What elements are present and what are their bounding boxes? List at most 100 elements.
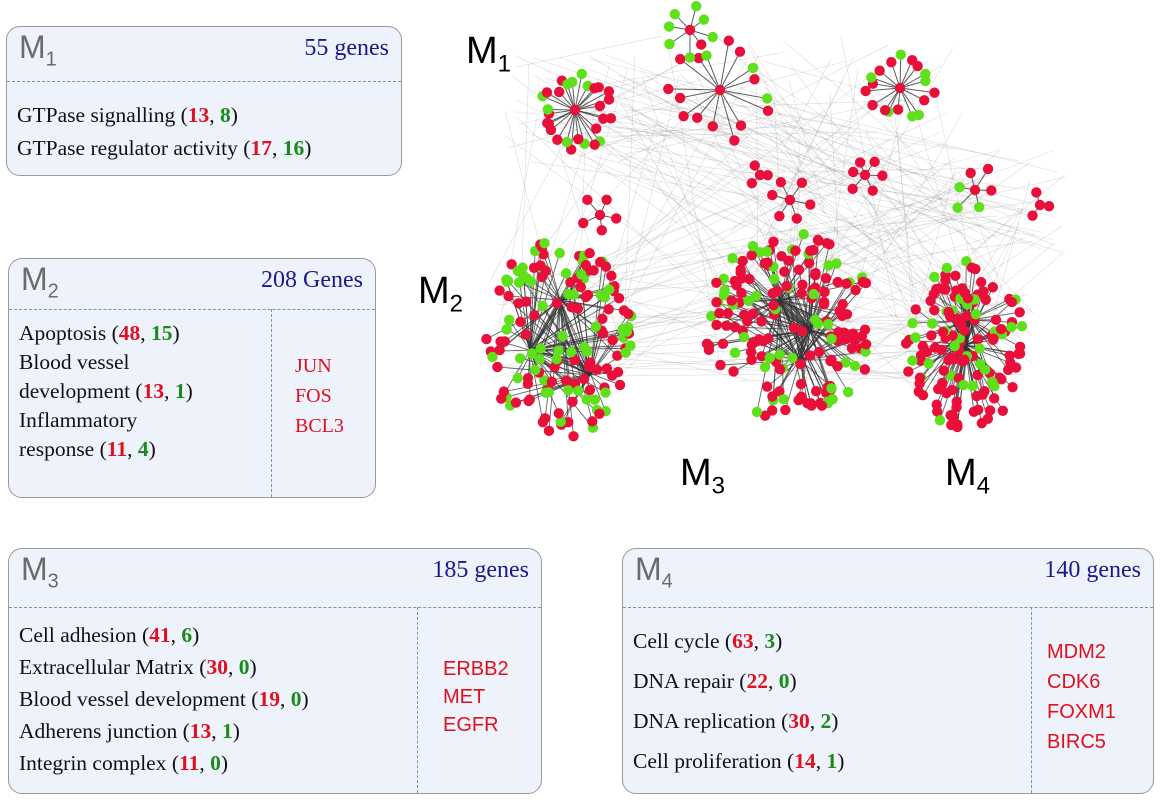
- network-edge: [624, 94, 932, 155]
- network-edge: [991, 180, 1030, 322]
- up-regulated-gene-node: [947, 330, 958, 341]
- up-regulated-gene-node: [594, 100, 606, 112]
- network-edge: [542, 129, 755, 336]
- down-regulated-gene-node: [565, 346, 577, 358]
- network-edge: [668, 88, 721, 91]
- network-edge: [728, 90, 823, 183]
- up-regulated-gene-node: [567, 396, 578, 407]
- up-regulated-gene-node: [593, 82, 604, 93]
- network-edge: [698, 57, 721, 91]
- up-regulated-gene-node: [612, 366, 624, 378]
- up-regulated-gene-node: [784, 194, 796, 206]
- up-regulated-gene-node: [950, 270, 961, 281]
- network-edge: [858, 87, 909, 284]
- up-regulated-gene-node: [585, 357, 596, 368]
- up-regulated-gene-node: [494, 344, 505, 356]
- down-regulated-gene-node: [603, 284, 615, 295]
- up-regulated-gene-node: [791, 213, 802, 224]
- down-regulated-gene-node: [954, 181, 965, 193]
- network-edge: [622, 91, 745, 296]
- up-regulated-gene-node: [748, 308, 759, 319]
- network-edge: [641, 77, 722, 299]
- up-regulated-gene-node: [767, 288, 779, 299]
- up-regulated-gene-node: [569, 104, 581, 116]
- network-edge: [518, 282, 561, 301]
- up-regulated-gene-node: [741, 315, 753, 327]
- up-regulated-gene-node: [749, 160, 760, 171]
- up-regulated-gene-node: [1007, 381, 1018, 393]
- up-regulated-gene-node: [749, 336, 760, 348]
- module-box-m4: M4 140 genes Cell cycle (63, 3) DNA repa…: [622, 548, 1154, 794]
- up-regulated-gene-node: [818, 299, 830, 310]
- network-edge: [574, 98, 610, 111]
- up-regulated-gene-node: [1014, 307, 1025, 318]
- up-regulated-gene-node: [936, 344, 947, 355]
- network-edge: [782, 329, 811, 369]
- network-edge: [788, 81, 825, 211]
- network-edge: [844, 150, 1053, 231]
- up-regulated-gene-node: [553, 408, 564, 419]
- network-edge: [729, 109, 968, 170]
- up-regulated-gene-node: [886, 57, 897, 68]
- network-edge: [532, 201, 1033, 279]
- up-regulated-gene-node: [877, 170, 888, 181]
- up-regulated-gene-node: [820, 273, 832, 284]
- up-regulated-gene-node: [805, 245, 816, 256]
- go-term: DNA replication (30, 2): [633, 709, 839, 733]
- up-regulated-gene-node: [860, 85, 871, 97]
- network-edge: [912, 168, 956, 329]
- down-regulated-gene-node: [557, 330, 568, 342]
- up-regulated-gene-node: [962, 293, 974, 304]
- hub-gene: FOXM1: [1047, 701, 1116, 723]
- module-box-m2: M2 208 Genes Apoptosis (48, 15) Blood ve…: [8, 258, 376, 498]
- down-regulated-gene-node: [926, 318, 938, 329]
- down-regulated-gene-node: [812, 318, 824, 329]
- hub-gene: JUN: [295, 355, 332, 377]
- hub-genes: JUN FOS BCL3: [295, 351, 344, 441]
- up-regulated-gene-node: [496, 393, 507, 404]
- network-edge: [703, 121, 835, 196]
- down-regulated-gene-node: [826, 333, 837, 345]
- up-regulated-gene-node: [696, 39, 707, 50]
- up-regulated-gene-node: [903, 366, 914, 377]
- up-regulated-gene-node: [1006, 296, 1017, 308]
- down-regulated-gene-node: [560, 268, 572, 279]
- up-regulated-gene-node: [982, 413, 994, 424]
- network-edge: [872, 87, 901, 106]
- up-regulated-gene-node: [854, 157, 866, 168]
- network-edge: [594, 52, 783, 87]
- hub-gene: BCL3: [295, 415, 344, 437]
- down-regulated-gene-node: [769, 273, 780, 285]
- go-term: Extracellular Matrix (30, 0): [19, 655, 257, 679]
- up-regulated-gene-node: [736, 287, 747, 299]
- network-edge: [599, 122, 788, 219]
- network-edge: [571, 99, 903, 114]
- up-regulated-gene-node: [914, 378, 925, 389]
- up-regulated-gene-node: [775, 176, 787, 188]
- up-regulated-gene-node: [972, 334, 984, 345]
- down-regulated-gene-node: [539, 237, 550, 249]
- up-regulated-gene-node: [910, 304, 921, 315]
- up-regulated-gene-node: [929, 87, 940, 98]
- down-regulated-gene-node: [958, 379, 969, 391]
- up-regulated-gene-node: [968, 406, 980, 417]
- up-regulated-gene-node: [846, 342, 858, 354]
- down-regulated-gene-node: [759, 361, 771, 373]
- down-regulated-gene-node: [620, 347, 631, 358]
- up-regulated-gene-node: [768, 236, 779, 247]
- network-edge: [793, 149, 1000, 205]
- down-regulated-gene-node: [747, 62, 759, 74]
- network-edge: [897, 135, 915, 326]
- up-regulated-gene-node: [746, 354, 757, 366]
- down-regulated-gene-node: [747, 240, 759, 252]
- down-regulated-gene-node: [1016, 320, 1028, 332]
- down-regulated-gene-node: [738, 331, 750, 343]
- down-regulated-gene-node: [589, 394, 601, 405]
- up-regulated-gene-node: [781, 280, 792, 292]
- down-regulated-gene-node: [535, 343, 546, 354]
- up-regulated-gene-node: [536, 271, 548, 283]
- network-edge: [779, 299, 832, 389]
- hub-gene: EGFR: [443, 714, 499, 736]
- network-edge: [748, 45, 811, 185]
- up-regulated-gene-node: [959, 354, 970, 365]
